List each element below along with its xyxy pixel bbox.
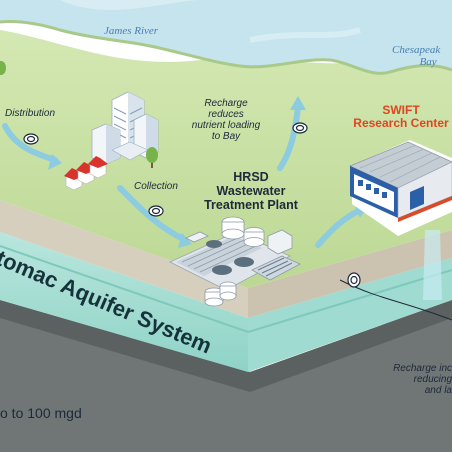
well-markers bbox=[23, 122, 361, 288]
city-buildings bbox=[91, 91, 159, 165]
swift-line1: SWIFT bbox=[382, 103, 420, 117]
flow-arrows bbox=[2, 105, 363, 248]
swift-label: SWIFT Research Center bbox=[350, 103, 452, 131]
soil-layer-left bbox=[0, 200, 248, 318]
clarifiers bbox=[206, 240, 254, 275]
recharge-label: Recharge reduces nutrient loading to Bay bbox=[186, 98, 266, 142]
trees bbox=[0, 61, 158, 168]
recharge-increase-label: Recharge inc reducing and la bbox=[386, 363, 452, 396]
recharge-line2: reduces bbox=[208, 109, 244, 120]
recharge-inc-line3: and la bbox=[424, 385, 452, 396]
arrow-icon bbox=[48, 154, 62, 170]
recharge-inc-line2: reducing bbox=[413, 374, 452, 385]
aquifer-band-line bbox=[0, 245, 452, 334]
well-icon bbox=[292, 122, 308, 134]
well-icon bbox=[347, 272, 361, 288]
chesapeake-bay-label: Chesapeak Bay bbox=[392, 44, 440, 68]
houses bbox=[64, 156, 108, 191]
well-icon bbox=[23, 133, 39, 145]
river-sheen bbox=[249, 27, 361, 43]
river-water bbox=[0, 0, 452, 74]
chesapeake-label-line2: Bay bbox=[419, 56, 437, 69]
swift-research-center bbox=[348, 140, 452, 236]
recharge-arrow bbox=[277, 105, 301, 171]
plant-to-swift-arrow bbox=[315, 207, 363, 248]
hrsd-line3: Treatment Plant bbox=[204, 197, 298, 212]
tree-icon bbox=[146, 147, 158, 168]
distribution-label: Distribution bbox=[5, 108, 56, 119]
bedrock-shadow bbox=[0, 300, 452, 392]
shoreline bbox=[0, 20, 452, 75]
distribution-arrow bbox=[2, 123, 58, 163]
digesters bbox=[204, 281, 237, 307]
arrow-icon bbox=[290, 96, 306, 110]
hrsd-plant-label: HRSD Wastewater Treatment Plant bbox=[196, 170, 306, 212]
recharge-line3: nutrient loading bbox=[191, 120, 261, 131]
recharge-plume bbox=[423, 230, 442, 300]
recharge-line1: Recharge bbox=[204, 98, 248, 109]
arrow-icon bbox=[178, 233, 192, 248]
well-icon bbox=[148, 205, 164, 217]
collection-arrow bbox=[117, 185, 188, 243]
recharge-line4: to Bay bbox=[211, 131, 241, 142]
treatment-plant bbox=[169, 216, 301, 307]
swift-line2: Research Center bbox=[353, 116, 449, 131]
recharge-inc-line1: Recharge inc bbox=[393, 363, 452, 374]
james-river-label: James River bbox=[104, 25, 159, 37]
capacity-label: o to 100 mgd bbox=[0, 405, 82, 421]
hrsd-line2: Wastewater bbox=[216, 183, 286, 198]
river-highlight bbox=[60, 0, 200, 10]
hrsd-line1: HRSD bbox=[233, 170, 269, 184]
tree-icon bbox=[0, 61, 6, 75]
collection-label: Collection bbox=[134, 181, 178, 192]
house bbox=[88, 156, 108, 179]
chesapeake-label-line1: Chesapeak bbox=[392, 44, 441, 56]
